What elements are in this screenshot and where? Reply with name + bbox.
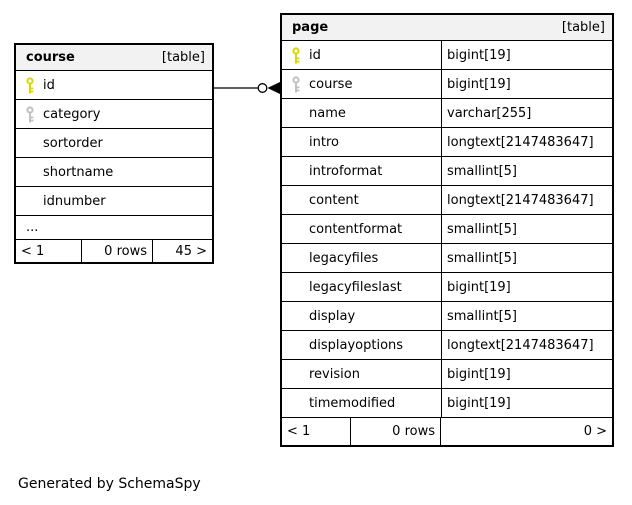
field-type: bigint[19]: [441, 70, 612, 98]
field-row-course: course bigint[19]: [282, 70, 612, 99]
foreign-key-icon: [292, 75, 300, 92]
field-name: timemodified: [309, 395, 396, 411]
field-type: smallint[5]: [441, 157, 612, 185]
primary-key-icon: [292, 46, 300, 63]
foreign-key-icon: [26, 105, 34, 122]
page-table-header[interactable]: page [table]: [282, 15, 612, 41]
field-type: longtext[2147483647]: [441, 331, 612, 359]
field-row-idnumber: idnumber: [16, 187, 212, 216]
field-row-displayoptions: displayoptions longtext[2147483647]: [282, 331, 612, 360]
pager-row-count: 0 rows: [350, 418, 440, 445]
field-row-introformat: introformat smallint[5]: [282, 157, 612, 186]
field-name: category: [43, 106, 101, 122]
field-row-sortorder: sortorder: [16, 129, 212, 158]
field-row-timemodified: timemodified bigint[19]: [282, 389, 612, 418]
pager-prev[interactable]: < 1: [287, 424, 311, 439]
zero-circle-icon: [257, 83, 268, 93]
field-row-ellipsis: ...: [16, 216, 212, 240]
field-type: longtext[2147483647]: [441, 186, 612, 214]
primary-key-icon: [26, 76, 34, 93]
field-row-legacyfiles: legacyfiles smallint[5]: [282, 244, 612, 273]
field-type: smallint[5]: [441, 215, 612, 243]
page-table-title[interactable]: page: [292, 20, 329, 35]
pager-next[interactable]: 45 >: [152, 240, 212, 262]
field-name: contentformat: [309, 221, 403, 237]
crow-foot-arrow-icon: [267, 81, 281, 95]
field-type: bigint[19]: [441, 273, 612, 301]
field-row-name: name varchar[255]: [282, 99, 612, 128]
course-table-header[interactable]: course [table]: [16, 45, 212, 71]
field-row-display: display smallint[5]: [282, 302, 612, 331]
field-row-category: category: [16, 100, 212, 129]
field-name: shortname: [43, 164, 114, 180]
field-name: introformat: [309, 163, 383, 179]
field-name: revision: [309, 366, 360, 382]
page-table-pager: < 1 0 rows 0 >: [282, 418, 612, 445]
field-name: displayoptions: [309, 337, 404, 353]
field-type: smallint[5]: [441, 244, 612, 272]
field-type: longtext[2147483647]: [441, 128, 612, 156]
pager-prev[interactable]: < 1: [21, 243, 45, 259]
page-table-type-tag: [table]: [561, 20, 605, 35]
field-name: sortorder: [43, 135, 103, 151]
course-table-type-tag: [table]: [161, 50, 205, 65]
generated-by-note: Generated by SchemaSpy: [18, 476, 201, 492]
pager-next[interactable]: 0 >: [440, 418, 612, 445]
field-type: bigint[19]: [441, 389, 612, 417]
field-name: course: [309, 76, 353, 92]
field-name: content: [309, 192, 359, 208]
field-name: legacyfiles: [309, 250, 379, 266]
field-name: name: [309, 105, 346, 121]
course-table-pager: < 1 0 rows 45 >: [16, 240, 212, 262]
pager-row-count: 0 rows: [81, 240, 152, 262]
field-type: bigint[19]: [441, 41, 612, 69]
field-row-content: content longtext[2147483647]: [282, 186, 612, 215]
field-type: varchar[255]: [441, 99, 612, 127]
field-name: display: [309, 308, 356, 324]
field-row-contentformat: contentformat smallint[5]: [282, 215, 612, 244]
course-table-title[interactable]: course: [26, 50, 75, 65]
field-row-id: id: [16, 71, 212, 100]
course-table: course [table] id category sortorder sho…: [14, 43, 214, 264]
field-type: bigint[19]: [441, 360, 612, 388]
field-name: id: [309, 47, 321, 63]
field-name: intro: [309, 134, 339, 150]
field-row-id: id bigint[19]: [282, 41, 612, 70]
field-row-shortname: shortname: [16, 158, 212, 187]
field-name: idnumber: [43, 193, 106, 209]
relationship-connector: [214, 81, 281, 95]
field-row-legacyfileslast: legacyfileslast bigint[19]: [282, 273, 612, 302]
field-type: smallint[5]: [441, 302, 612, 330]
truncated-fields-indicator: ...: [26, 220, 39, 235]
field-row-revision: revision bigint[19]: [282, 360, 612, 389]
field-name: legacyfileslast: [309, 279, 402, 295]
field-row-intro: intro longtext[2147483647]: [282, 128, 612, 157]
page-table: page [table] id bigint[19] course bigint…: [280, 13, 614, 447]
field-name: id: [43, 77, 55, 93]
